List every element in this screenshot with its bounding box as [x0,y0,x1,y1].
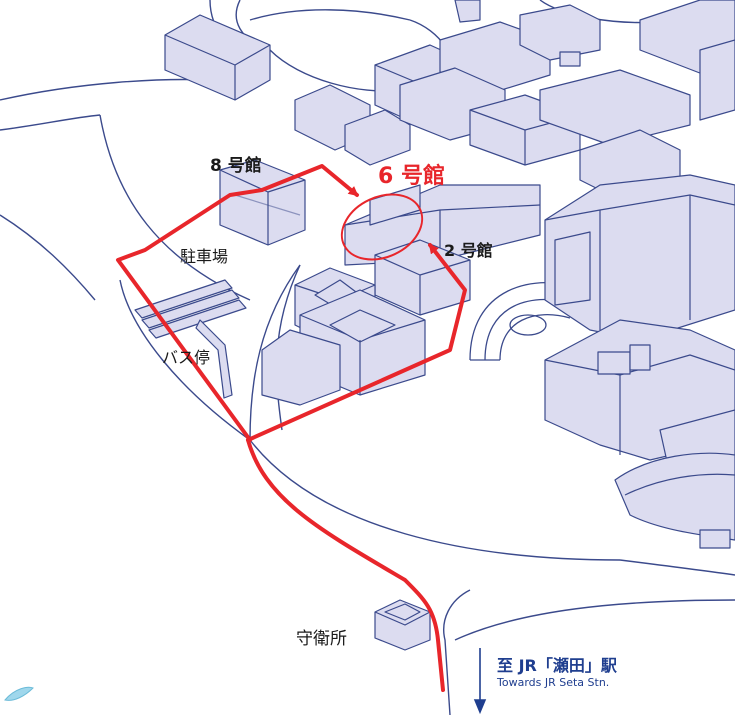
leaf-icon [4,686,34,701]
campus-buildings [134,0,735,651]
label-building-6: 6 号館 [378,164,445,189]
destination-arrow [473,648,487,715]
label-parking: 駐車場 [180,247,229,266]
label-building-2: 2 号館 [444,241,493,260]
label-building-8: 8 号館 [210,156,262,176]
label-guardhouse: 守衛所 [296,629,347,649]
destination-label-ja: 至 JR「瀬田」駅 [497,656,617,675]
destination-label-en: Towards JR Seta Stn. [497,676,610,689]
label-bus-stop: バス停 [162,348,211,367]
target-circle [340,193,424,261]
walking-route [116,164,467,692]
